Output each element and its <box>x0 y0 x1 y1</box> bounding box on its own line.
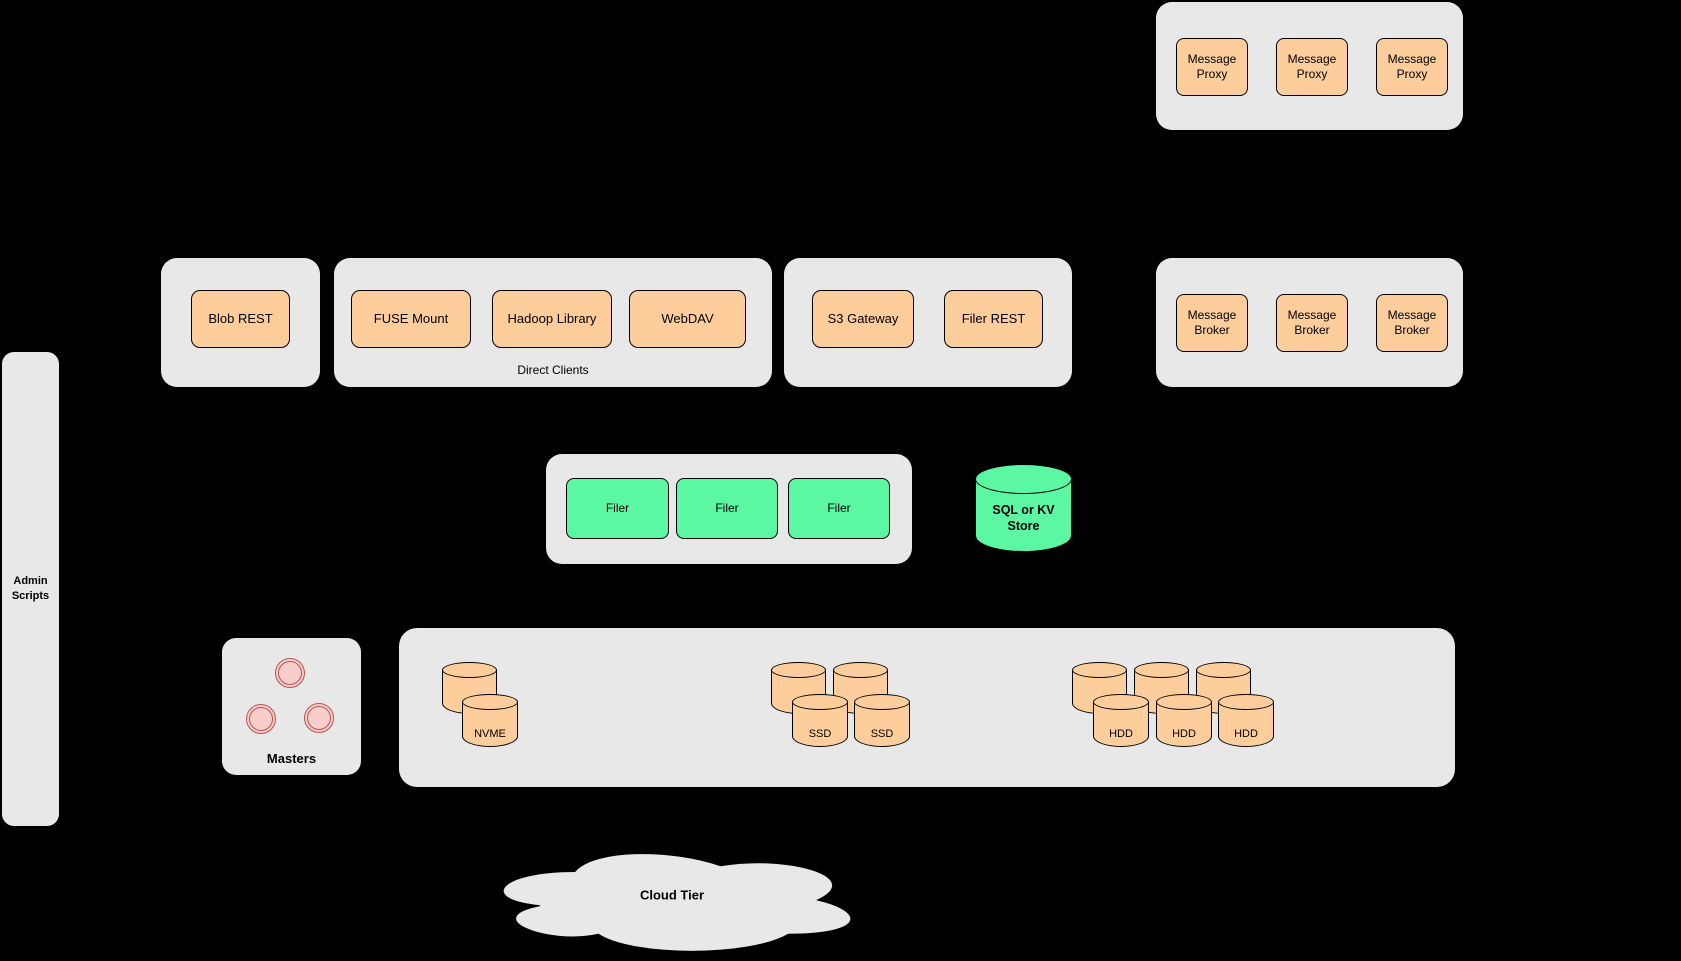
cylinder-body-shape <box>854 702 910 747</box>
cylinder-top-shape <box>854 694 910 710</box>
ssd-cylinder-front-1: SSD <box>792 694 848 747</box>
volume-servers-group: NVME SSD SSD <box>399 628 1455 787</box>
filer-node-2: Filer <box>676 478 778 539</box>
masters-group: Masters <box>222 638 361 775</box>
cylinder-top-shape <box>442 662 497 678</box>
cylinder-top-shape <box>1218 694 1274 710</box>
cylinder-top-shape <box>462 694 518 710</box>
hdd-cylinder-front-2: HDD <box>1156 694 1212 747</box>
blob-access-group: Blob REST <box>161 258 320 387</box>
master-circle-2 <box>246 704 276 734</box>
ssd-label-2: SSD <box>870 728 894 740</box>
gateway-group: S3 Gateway Filer REST <box>784 258 1072 387</box>
cloud-tier-label: Cloud Tier <box>639 887 705 903</box>
cloud-icon <box>502 853 852 952</box>
s3-gateway-node: S3 Gateway <box>812 290 914 348</box>
message-broker-node-3: Message Broker <box>1376 294 1448 352</box>
masters-caption: Masters <box>266 751 317 766</box>
fuse-mount-node: FUSE Mount <box>351 290 471 348</box>
hdd-label-1: HDD <box>1109 728 1133 740</box>
hdd-label-3: HDD <box>1234 728 1258 740</box>
nvme-label: NVME <box>474 728 506 740</box>
nvme-cylinder-front: NVME <box>462 694 518 747</box>
cylinder-top-shape <box>1072 662 1127 678</box>
cylinder-top-shape <box>833 662 888 678</box>
message-proxy-node-2: Message Proxy <box>1276 38 1348 96</box>
admin-scripts-label: Admin Scripts <box>11 575 50 602</box>
master-circle-3 <box>304 703 334 733</box>
cylinder-top-shape <box>1196 662 1251 678</box>
hdd-cylinder-front-3: HDD <box>1218 694 1274 747</box>
message-broker-node-1: Message Broker <box>1176 294 1248 352</box>
cylinder-top-shape <box>792 694 848 710</box>
hdd-cylinder-front-1: HDD <box>1093 694 1149 747</box>
ssd-cylinder-back-1 <box>771 662 826 714</box>
direct-clients-group: FUSE Mount Hadoop Library WebDAV Direct … <box>334 258 772 387</box>
filer-node-1: Filer <box>566 478 669 539</box>
direct-clients-caption: Direct Clients <box>517 363 589 377</box>
hadoop-library-node: Hadoop Library <box>492 290 612 348</box>
hdd-label-2: HDD <box>1172 728 1196 740</box>
message-proxy-group: Message Proxy Message Proxy Message Prox… <box>1156 2 1463 130</box>
webdav-node: WebDAV <box>629 290 746 348</box>
blob-rest-node: Blob REST <box>191 290 290 348</box>
sql-kv-store-cylinder: SQL or KV Store <box>975 464 1072 552</box>
message-broker-node-2: Message Broker <box>1276 294 1348 352</box>
cylinder-top-shape <box>771 662 826 678</box>
sql-kv-store-label: SQL or KV Store <box>992 503 1055 534</box>
filer-node-3: Filer <box>788 478 890 539</box>
filer-group: Filer Filer Filer <box>546 454 912 564</box>
cloud-tier-shape: Cloud Tier <box>478 843 866 957</box>
cylinder-top-shape <box>1093 694 1149 710</box>
filer-rest-node: Filer REST <box>944 290 1043 348</box>
master-circle-1 <box>275 658 305 688</box>
ssd-label-1: SSD <box>808 728 832 740</box>
message-broker-group: Message Broker Message Broker Message Br… <box>1156 258 1463 387</box>
cylinder-top-shape <box>975 464 1072 494</box>
cylinder-top-shape <box>1156 694 1212 710</box>
cylinder-top-shape <box>1134 662 1189 678</box>
message-proxy-node-1: Message Proxy <box>1176 38 1248 96</box>
message-proxy-node-3: Message Proxy <box>1376 38 1448 96</box>
ssd-cylinder-front-2: SSD <box>854 694 910 747</box>
admin-scripts-panel: Admin Scripts <box>2 352 59 826</box>
